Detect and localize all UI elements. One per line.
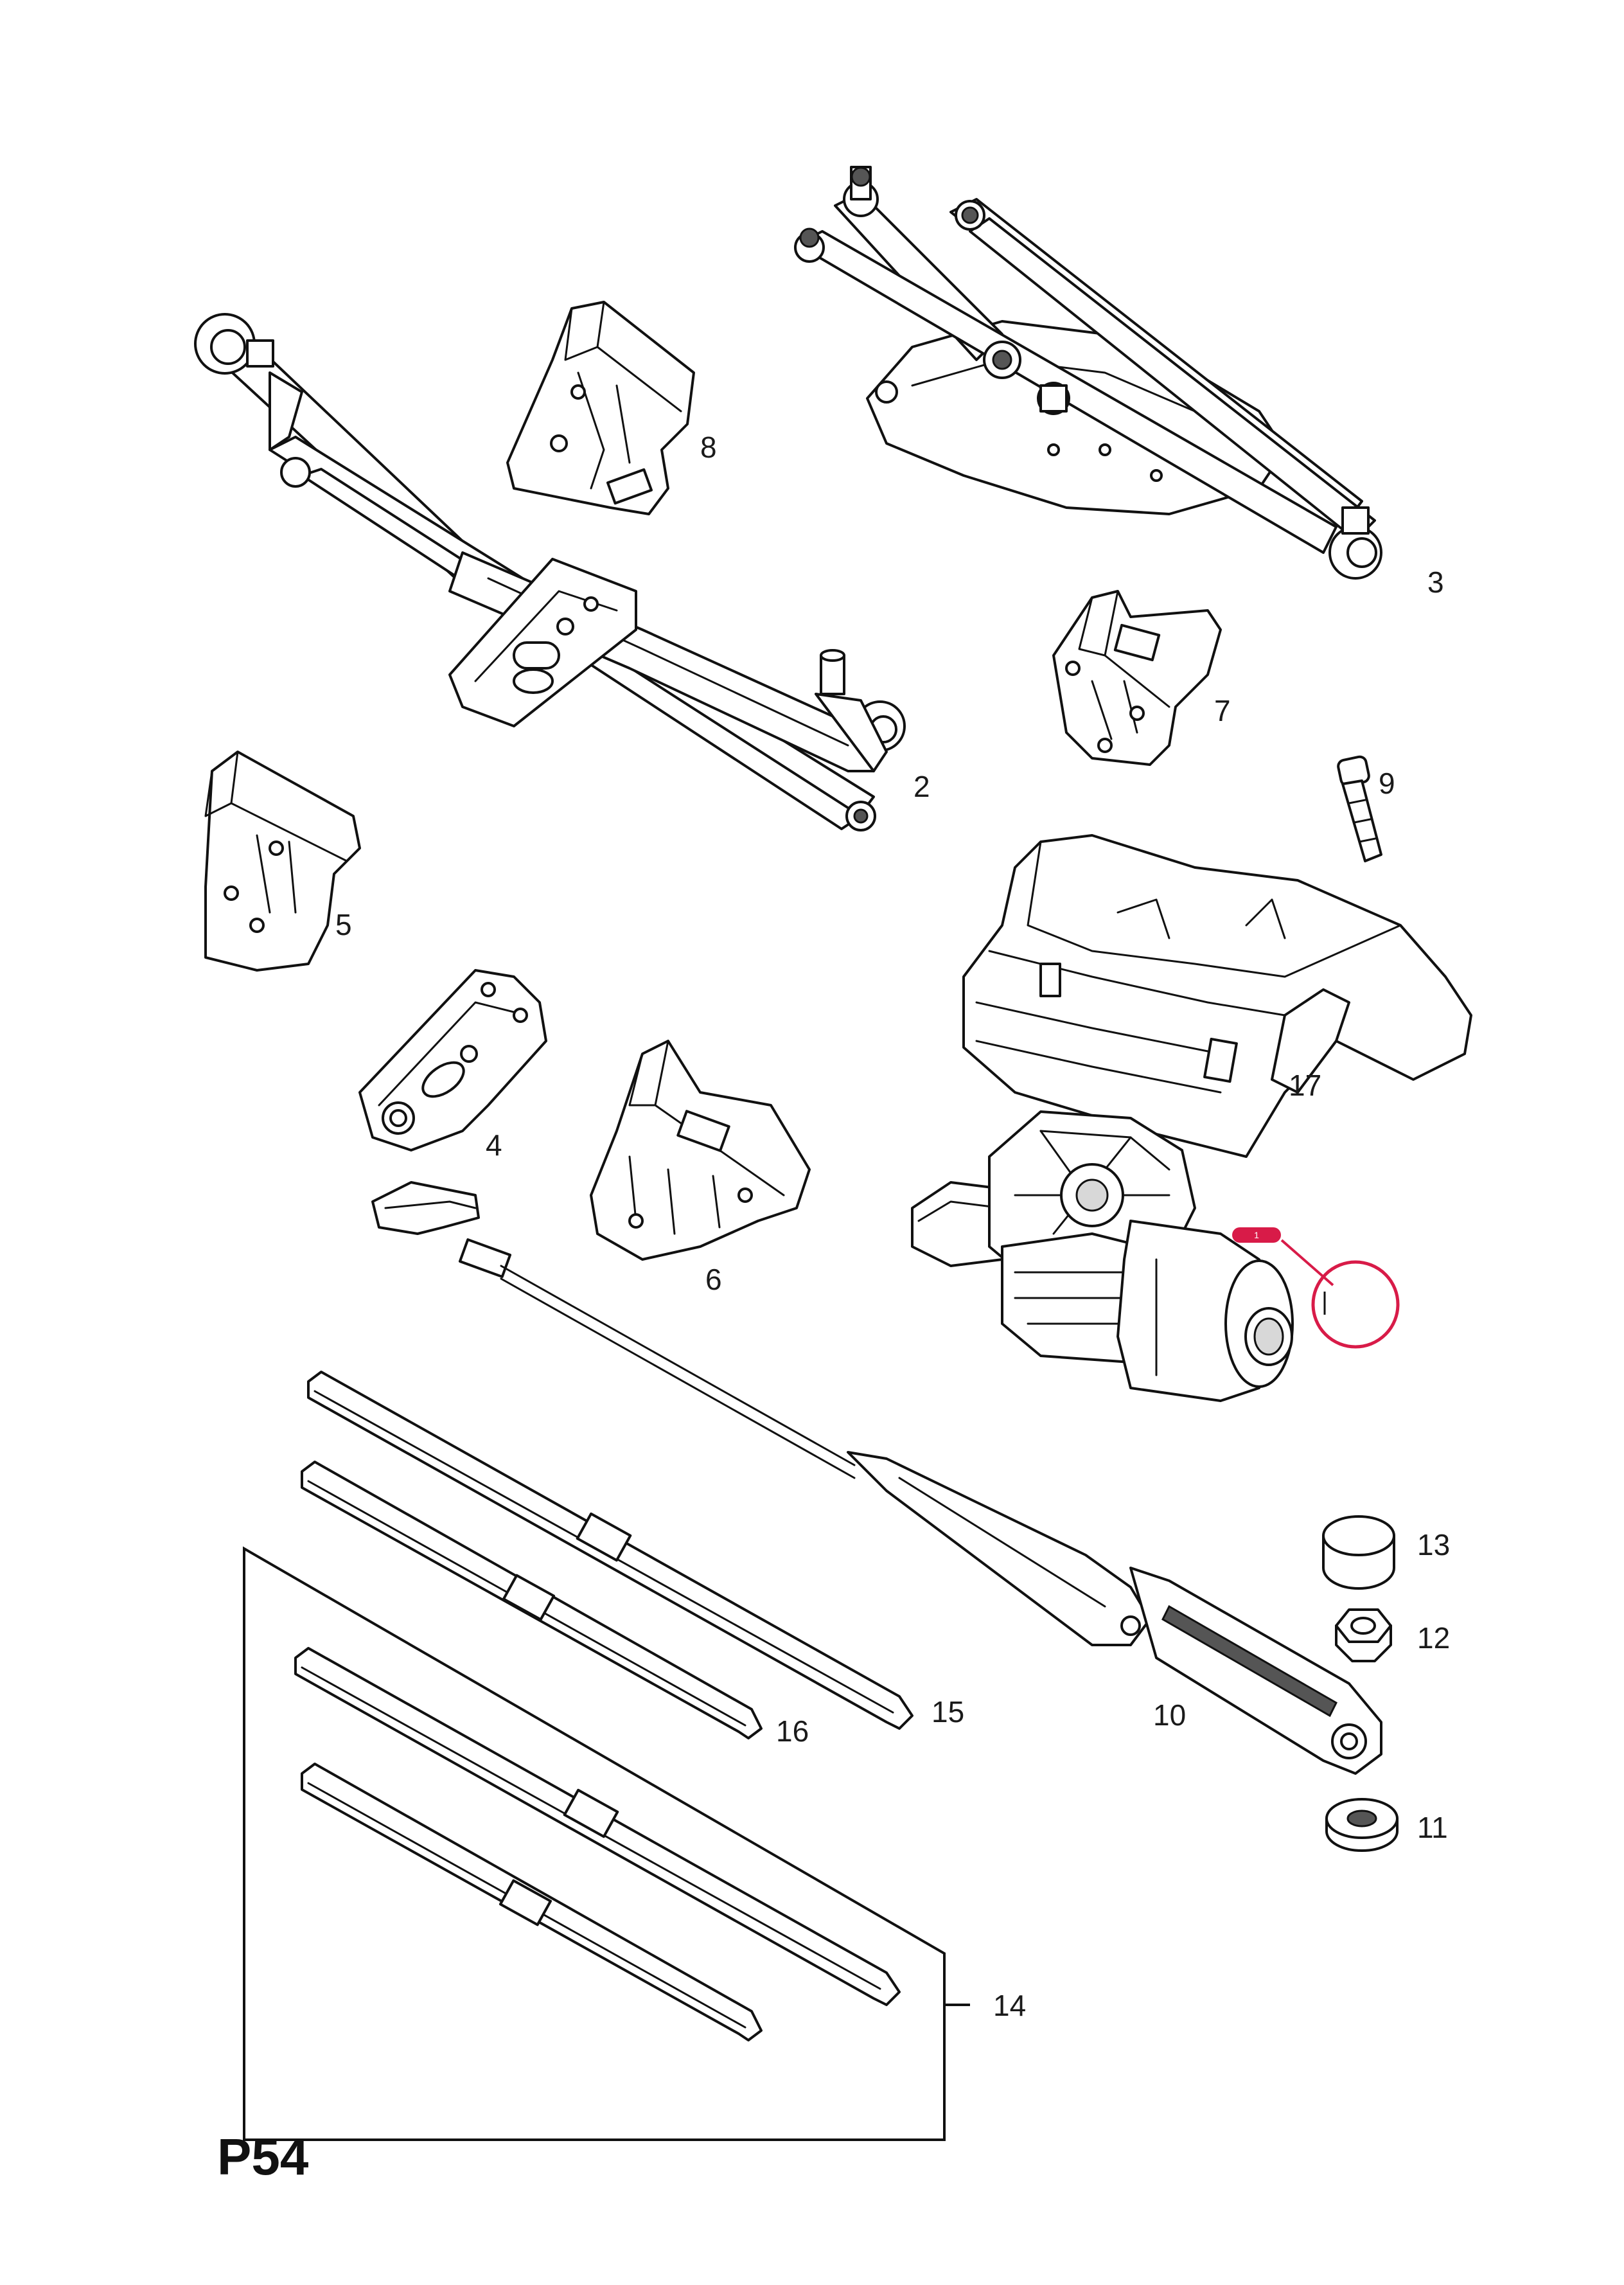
callout-badge[interactable]	[1232, 1227, 1281, 1243]
label-part-9: 9	[1379, 767, 1395, 800]
part-4-bracket[interactable]	[358, 969, 547, 1151]
part-9-bolt[interactable]	[1337, 755, 1382, 862]
label-part-3: 3	[1427, 565, 1444, 599]
label-part-7: 7	[1214, 694, 1231, 727]
part-6-bracket[interactable]	[590, 1040, 811, 1261]
callout-circle	[1311, 1260, 1400, 1349]
part-15-wiper-blade[interactable]	[307, 1371, 914, 1730]
part-8-bracket[interactable]	[506, 301, 695, 515]
label-part-14: 14	[993, 1989, 1026, 2022]
part-2-wiper-linkage[interactable]	[194, 313, 906, 831]
part-10-wiper-arm[interactable]	[371, 1181, 1382, 1775]
page-code: P54	[217, 2128, 309, 2185]
part-7-bracket[interactable]	[1052, 590, 1222, 766]
label-part-10: 10	[1153, 1698, 1186, 1732]
label-part-16: 16	[776, 1714, 809, 1748]
part-14-wiper-blade-set[interactable]	[243, 1546, 970, 2141]
label-part-13: 13	[1417, 1528, 1450, 1561]
label-part-5: 5	[335, 908, 352, 941]
part-13-cap[interactable]	[1322, 1515, 1395, 1590]
part-17-motor-cover[interactable]	[962, 834, 1472, 1158]
label-part-6: 6	[705, 1263, 722, 1296]
callout-part-1[interactable]: 1	[1232, 1227, 1400, 1349]
label-part-15: 15	[931, 1695, 964, 1729]
label-part-4: 4	[486, 1128, 502, 1162]
label-part-12: 12	[1417, 1621, 1450, 1655]
part-5-bracket[interactable]	[204, 751, 361, 972]
callout-badge-label: 1	[1254, 1230, 1259, 1240]
label-part-17: 17	[1289, 1069, 1321, 1102]
part-16-wiper-blade[interactable]	[301, 1461, 763, 1739]
part-3-wiper-linkage-assembly[interactable]	[794, 166, 1382, 580]
part-11-washer[interactable]	[1325, 1798, 1399, 1852]
label-part-11: 11	[1417, 1811, 1448, 1844]
label-part-2: 2	[914, 770, 930, 803]
part-1-wiper-motor[interactable]	[911, 1110, 1294, 1402]
label-part-8: 8	[700, 431, 717, 464]
part-12-nut[interactable]	[1335, 1608, 1392, 1662]
